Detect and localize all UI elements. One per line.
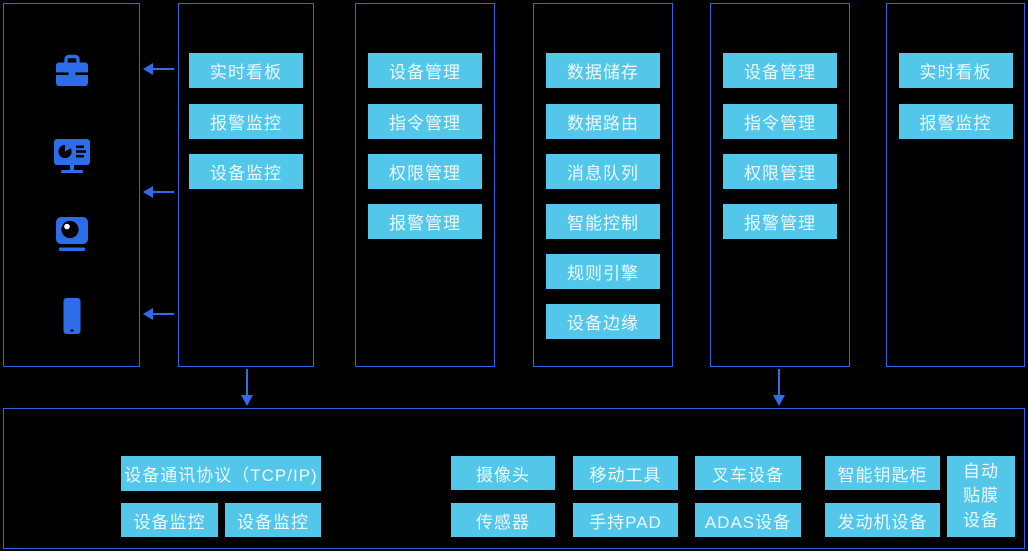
diagram-node: 设备管理 [368,53,482,88]
diagram-node: 数据路由 [546,104,660,139]
diagram-node-tall: 自动 贴膜 设备 [947,456,1015,537]
diagram-node: 传感器 [451,503,555,537]
diagram-node: 实时看板 [898,53,1013,88]
tall-node-line: 自动 [963,461,999,481]
dashboard-monitor-icon [53,136,91,174]
diagram-node: 规则引擎 [546,254,660,289]
diagram-node: 报警监控 [898,104,1013,139]
tall-node-line: 设备 [963,510,999,530]
arrow-down-icon [241,369,253,406]
diagram-node: 消息队列 [546,154,660,189]
diagram-node: 报警管理 [368,204,482,239]
protocol-node: 设备通讯协议（TCP/IP) [121,456,321,491]
diagram-node: 权限管理 [723,154,837,189]
diagram-node: 设备监控 [189,154,303,189]
diagram-node: 设备管理 [723,53,837,88]
arrow-left-icon [143,63,174,75]
diagram-node: 摄像头 [451,456,555,490]
diagram-node: 指令管理 [368,104,482,139]
diagram-node: 设备边缘 [546,304,660,339]
terminal-panel [3,3,140,367]
diagram-node: 设备监控 [225,503,321,537]
diagram-node: 数据储存 [546,53,660,88]
diagram-node: 权限管理 [368,154,482,189]
diagram-node: 手持PAD [573,503,678,537]
device-access-panel: 设备通讯协议（TCP/IP) 设备监控 设备监控 摄像头 移动工具 叉车设备 智… [3,408,1025,549]
arrow-left-icon [143,186,174,198]
panel-data-core: 数据储存 数据路由 消息队列 智能控制 规则引擎 设备边缘 [533,3,673,367]
panel-monitoring-apps-2: 实时看板 报警监控 [886,3,1025,367]
arrow-down-icon [773,369,785,406]
panel-device-management-2: 设备管理 指令管理 权限管理 报警管理 [710,3,850,367]
panel-device-management: 设备管理 指令管理 权限管理 报警管理 [355,3,495,367]
webcam-icon [55,216,89,253]
tall-node-line: 贴膜 [963,486,999,506]
diagram-node: 指令管理 [723,104,837,139]
diagram-node: 叉车设备 [695,456,801,490]
diagram-node: 设备监控 [121,503,218,537]
diagram-node: 发动机设备 [825,503,940,537]
diagram-node: 智能控制 [546,204,660,239]
diagram-node: 实时看板 [189,53,303,88]
arrow-left-icon [143,308,174,320]
toolbox-icon [54,54,90,88]
diagram-node: 智能钥匙柜 [825,456,940,490]
diagram-node: 移动工具 [573,456,678,490]
mobile-phone-icon [61,297,83,335]
diagram-node: 报警监控 [189,104,303,139]
diagram-node: ADAS设备 [695,503,801,537]
diagram-node: 报警管理 [723,204,837,239]
panel-monitoring-apps: 实时看板 报警监控 设备监控 [178,3,314,367]
